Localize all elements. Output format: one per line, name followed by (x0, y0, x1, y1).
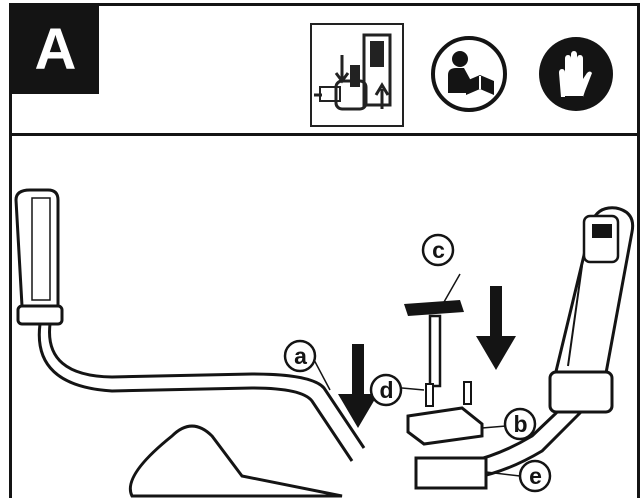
callout-label-b: b (513, 411, 528, 437)
handlebar-assembly-illustration: a b c d e (12, 136, 637, 501)
callout-label-a: a (294, 343, 307, 369)
callout-label-c: c (432, 237, 445, 263)
assembly-detail-thumbnail (310, 23, 404, 127)
read-manual-icon (430, 35, 508, 113)
callout-label-d: d (379, 377, 394, 403)
callout-label-e: e (529, 463, 542, 489)
step-letter-badge: A (12, 6, 99, 94)
panel-header: A (12, 6, 637, 136)
wear-gloves-icon (537, 35, 615, 113)
instruction-panel: A (9, 3, 640, 498)
